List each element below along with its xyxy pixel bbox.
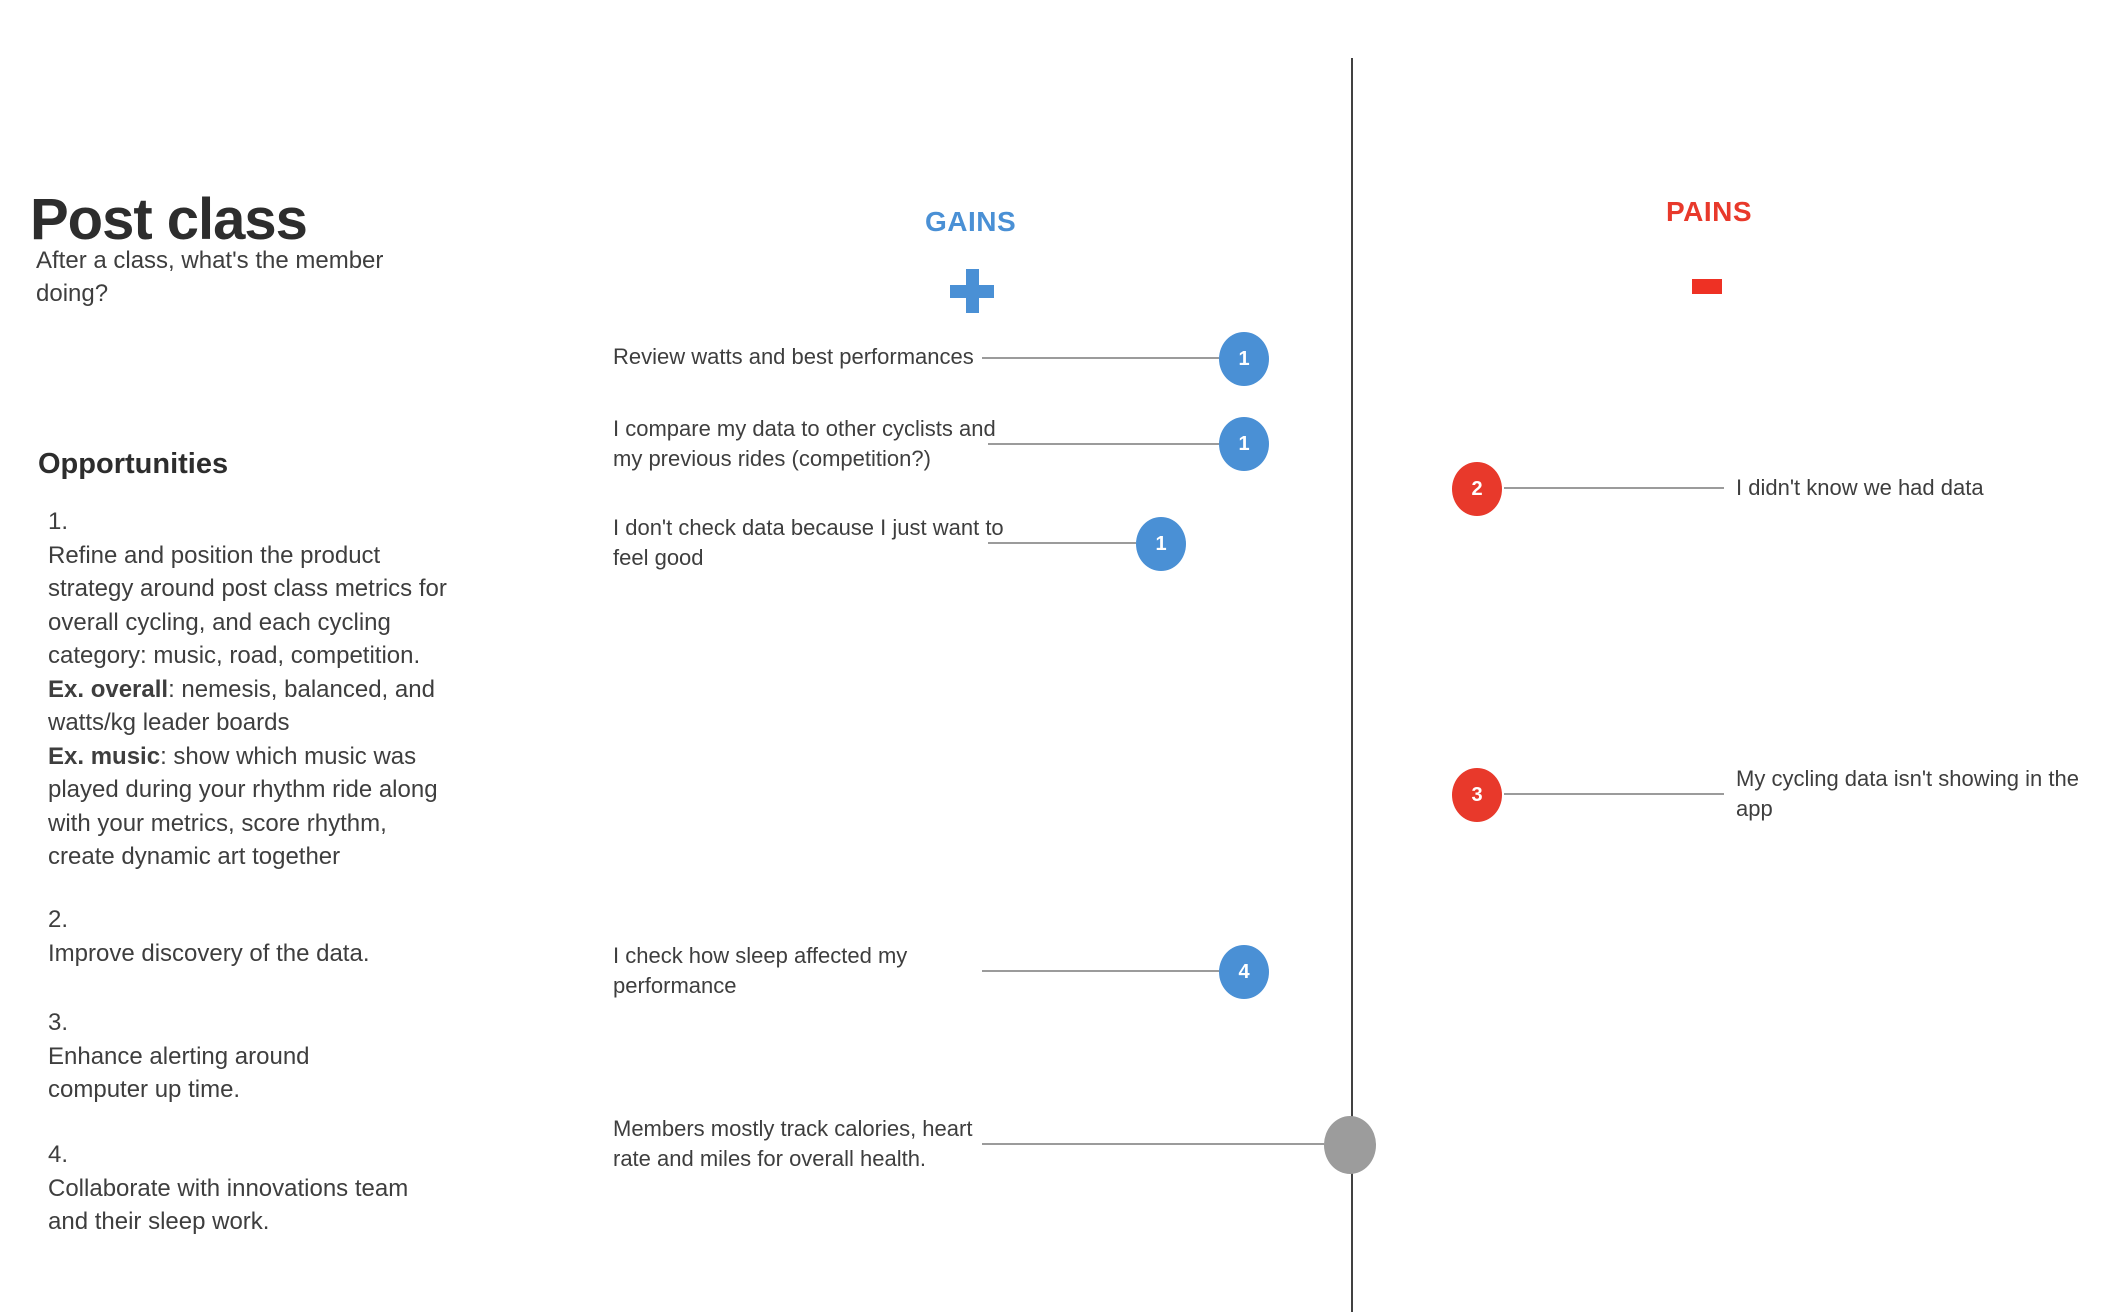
opportunity-text: Enhance alerting around computer up time… xyxy=(48,1042,310,1104)
pains-heading[interactable]: PAINS xyxy=(1666,196,1752,227)
gains-pains-divider-line xyxy=(1351,58,1353,1312)
pain-item-didnt-know-data[interactable]: I didn't know we had data xyxy=(1736,475,1984,500)
gain-badge[interactable]: 1 xyxy=(1136,517,1186,571)
gains-heading[interactable]: GAINS xyxy=(925,206,1017,237)
pain-badge[interactable]: 3 xyxy=(1452,768,1502,822)
opportunities-heading[interactable]: Opportunities xyxy=(38,448,229,481)
opportunity-item-1[interactable]: 1. Refine and position the product strat… xyxy=(48,505,448,874)
gain-item-dont-check-data[interactable]: I don't check data because I just want t… xyxy=(613,515,1004,570)
opportunity-number: 3. xyxy=(48,1009,69,1036)
page-subtitle[interactable]: After a class, what's the member doing? xyxy=(36,247,384,307)
page-title[interactable]: Post class xyxy=(30,186,308,252)
example-music-text: : show which music was played during you… xyxy=(48,742,438,871)
pain-item-data-not-showing[interactable]: My cycling data isn't showing in the app xyxy=(1736,766,2079,821)
connector-line xyxy=(1504,793,1724,795)
opportunity-number: 2. xyxy=(48,906,69,933)
pain-badge[interactable]: 2 xyxy=(1452,462,1502,516)
opportunity-text: Collaborate with innovations team and th… xyxy=(48,1174,409,1236)
neutral-dot[interactable] xyxy=(1324,1116,1376,1174)
opportunity-number: 4. xyxy=(48,1141,69,1168)
example-overall-text: : nemesis, balanced, and watts/kg leader… xyxy=(48,675,435,737)
gain-item-track-calories[interactable]: Members mostly track calories, heart rat… xyxy=(613,1116,973,1171)
connector-line xyxy=(982,357,1219,359)
opportunity-number: 1. xyxy=(48,508,69,535)
plus-icon-bar-vertical xyxy=(966,269,979,313)
connector-line xyxy=(982,970,1219,972)
gain-badge[interactable]: 1 xyxy=(1219,417,1269,471)
opportunity-text: Improve discovery of the data. xyxy=(48,939,370,967)
connector-line xyxy=(982,1143,1324,1145)
plus-icon xyxy=(950,269,994,313)
gain-badge[interactable]: 4 xyxy=(1219,945,1269,999)
opportunity-text: Refine and position the product strategy… xyxy=(48,541,447,670)
example-overall-label: Ex. overall xyxy=(48,675,169,703)
gain-item-sleep-performance[interactable]: I check how sleep affected my performanc… xyxy=(613,943,908,998)
example-music-label: Ex. music xyxy=(48,742,161,770)
connector-line xyxy=(988,443,1219,445)
opportunity-item-2[interactable]: 2. Improve discovery of the data. xyxy=(48,903,448,970)
connector-line xyxy=(988,542,1136,544)
opportunity-item-4[interactable]: 4. Collaborate with innovations team and… xyxy=(48,1138,448,1239)
gain-item-compare-data[interactable]: I compare my data to other cyclists and … xyxy=(613,416,996,471)
opportunity-item-3[interactable]: 3. Enhance alerting around computer up t… xyxy=(48,1006,413,1107)
gain-item-review-watts[interactable]: Review watts and best performances xyxy=(613,344,974,369)
gain-badge[interactable]: 1 xyxy=(1219,332,1269,386)
connector-line xyxy=(1504,487,1724,489)
minus-icon xyxy=(1692,279,1722,294)
